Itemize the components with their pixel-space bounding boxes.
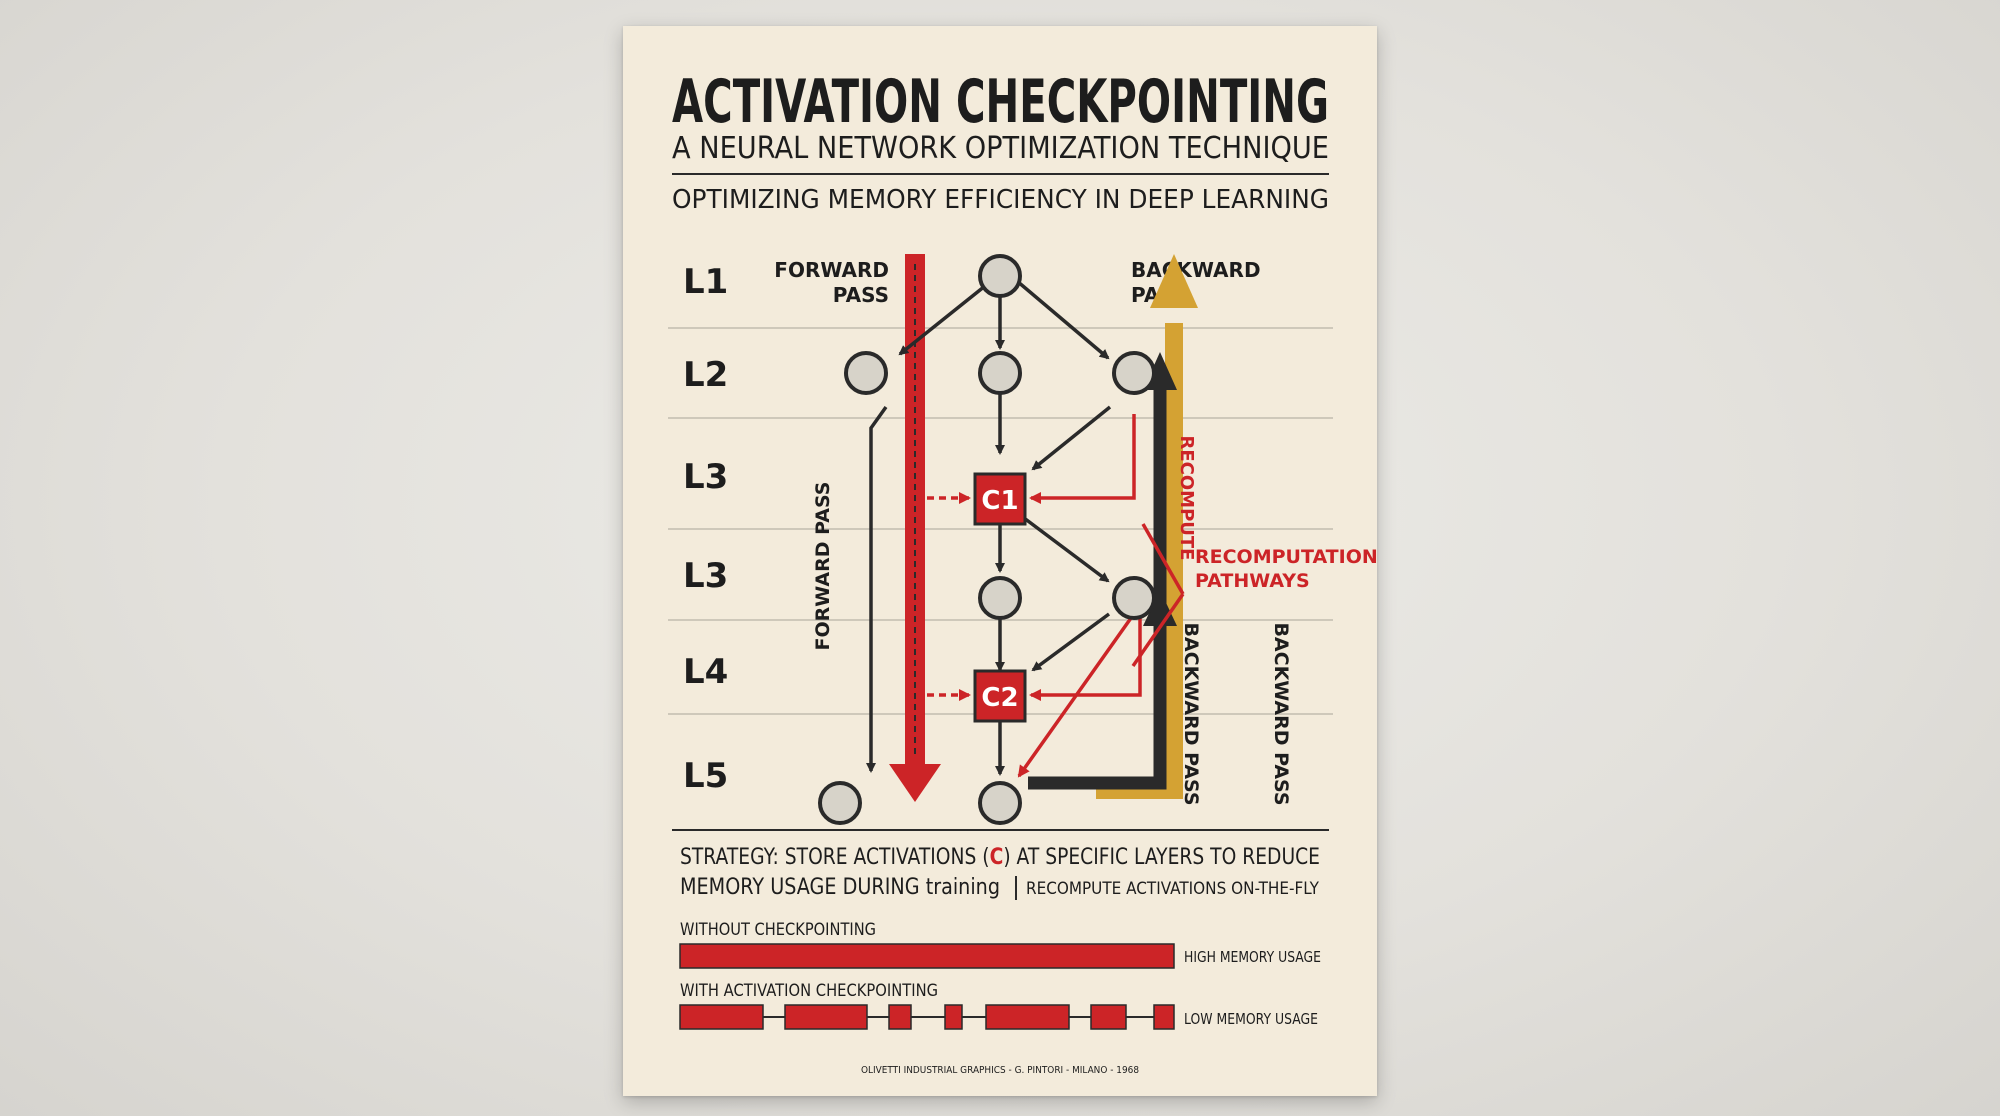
layer-label-l3: L3: [683, 457, 728, 497]
poster-title: ACTIVATION CHECKPOINTING: [672, 67, 1329, 137]
poster: ACTIVATION CHECKPOINTING A NEURAL NETWOR…: [623, 26, 1377, 1096]
high-memory-bar: [679, 943, 1175, 969]
recompute-edges: [1017, 414, 1185, 778]
strategy-line-2-a: MEMORY USAGE DURING: [680, 875, 926, 900]
backward-return-path: [1028, 352, 1177, 790]
strategy-line-1-c: C: [990, 845, 1004, 870]
strategy-rule: [672, 829, 1329, 831]
layer-label-l5: L5: [683, 756, 728, 796]
forward-pass-label-line1: FORWARD: [774, 258, 889, 282]
checkpoint-node-c1: C1: [973, 472, 1027, 526]
node-l1: [978, 254, 1022, 298]
strategy-note: RECOMPUTE ACTIVATIONS ON-THE-FLY: [1026, 879, 1320, 899]
backward-pass-arrow: [1096, 254, 1198, 799]
poster-subtitle: A NEURAL NETWORK OPTIMIZATION TECHNIQUE: [672, 131, 1329, 166]
strategy-line-1-a: STRATEGY: STORE ACTIVATIONS (: [680, 845, 990, 870]
layer-label-l3b: L3: [683, 556, 728, 596]
poster-tagline: OPTIMIZING MEMORY EFFICIENCY IN DEEP LEA…: [672, 185, 1329, 215]
strategy-line-2-training: training: [926, 875, 1000, 900]
node-l2-left: [844, 351, 888, 395]
low-memory-bar: [679, 1004, 1175, 1030]
without-checkpointing-label: WITHOUT CHECKPOINTING: [680, 920, 876, 940]
strategy-divider: [1015, 876, 1017, 900]
recomputation-pathways-line2: PATHWAYS: [1195, 570, 1310, 592]
recomputation-pathways-line1: RECOMPUTATION: [1195, 546, 1377, 568]
header-rule: [672, 173, 1329, 175]
strategy-line-1: STRATEGY: STORE ACTIVATIONS (C) AT SPECI…: [680, 845, 1320, 870]
poster-canvas: ACTIVATION CHECKPOINTING A NEURAL NETWOR…: [668, 67, 1377, 1076]
checkpoint-c1-label: C1: [981, 486, 1018, 516]
node-l3-mid: [978, 576, 1022, 620]
forward-pass-label-line2: PASS: [833, 283, 889, 307]
layer-label-l1: L1: [683, 262, 728, 302]
recompute-vertical-label: RECOMPUTE: [1176, 436, 1197, 561]
node-l5-mid: [978, 781, 1022, 825]
network-edges: [866, 272, 1112, 776]
high-memory-value: HIGH MEMORY USAGE: [1184, 948, 1321, 966]
strategy-line-2: MEMORY USAGE DURING training: [680, 875, 1000, 900]
node-l3-right: [1112, 576, 1156, 620]
strategy-line-1-b: ) AT SPECIFIC LAYERS TO REDUCE: [1003, 845, 1320, 870]
forward-pass-vertical-label: FORWARD PASS: [812, 482, 834, 651]
checkpoint-node-c2: C2: [973, 669, 1027, 723]
with-checkpointing-label: WITH ACTIVATION CHECKPOINTING: [680, 981, 938, 1001]
low-memory-value: LOW MEMORY USAGE: [1184, 1010, 1318, 1028]
poster-footer: OLIVETTI INDUSTRIAL GRAPHICS - G. PINTOR…: [861, 1065, 1139, 1076]
checkpoint-c2-label: C2: [981, 683, 1018, 713]
forward-pass-arrow: [889, 254, 941, 802]
layer-label-l2: L2: [683, 355, 728, 395]
node-l2-right: [1112, 351, 1156, 395]
backward-pass-vertical-label-1: BACKWARD PASS: [1180, 622, 1202, 805]
node-l5-left: [818, 781, 862, 825]
node-l2-mid: [978, 351, 1022, 395]
layer-label-l4: L4: [683, 652, 728, 692]
backward-pass-label-line1: BACKWARD: [1131, 258, 1261, 282]
checkpoint-store-arrows: [927, 492, 971, 701]
backward-pass-vertical-label-2: BACKWARD PASS: [1270, 622, 1292, 805]
